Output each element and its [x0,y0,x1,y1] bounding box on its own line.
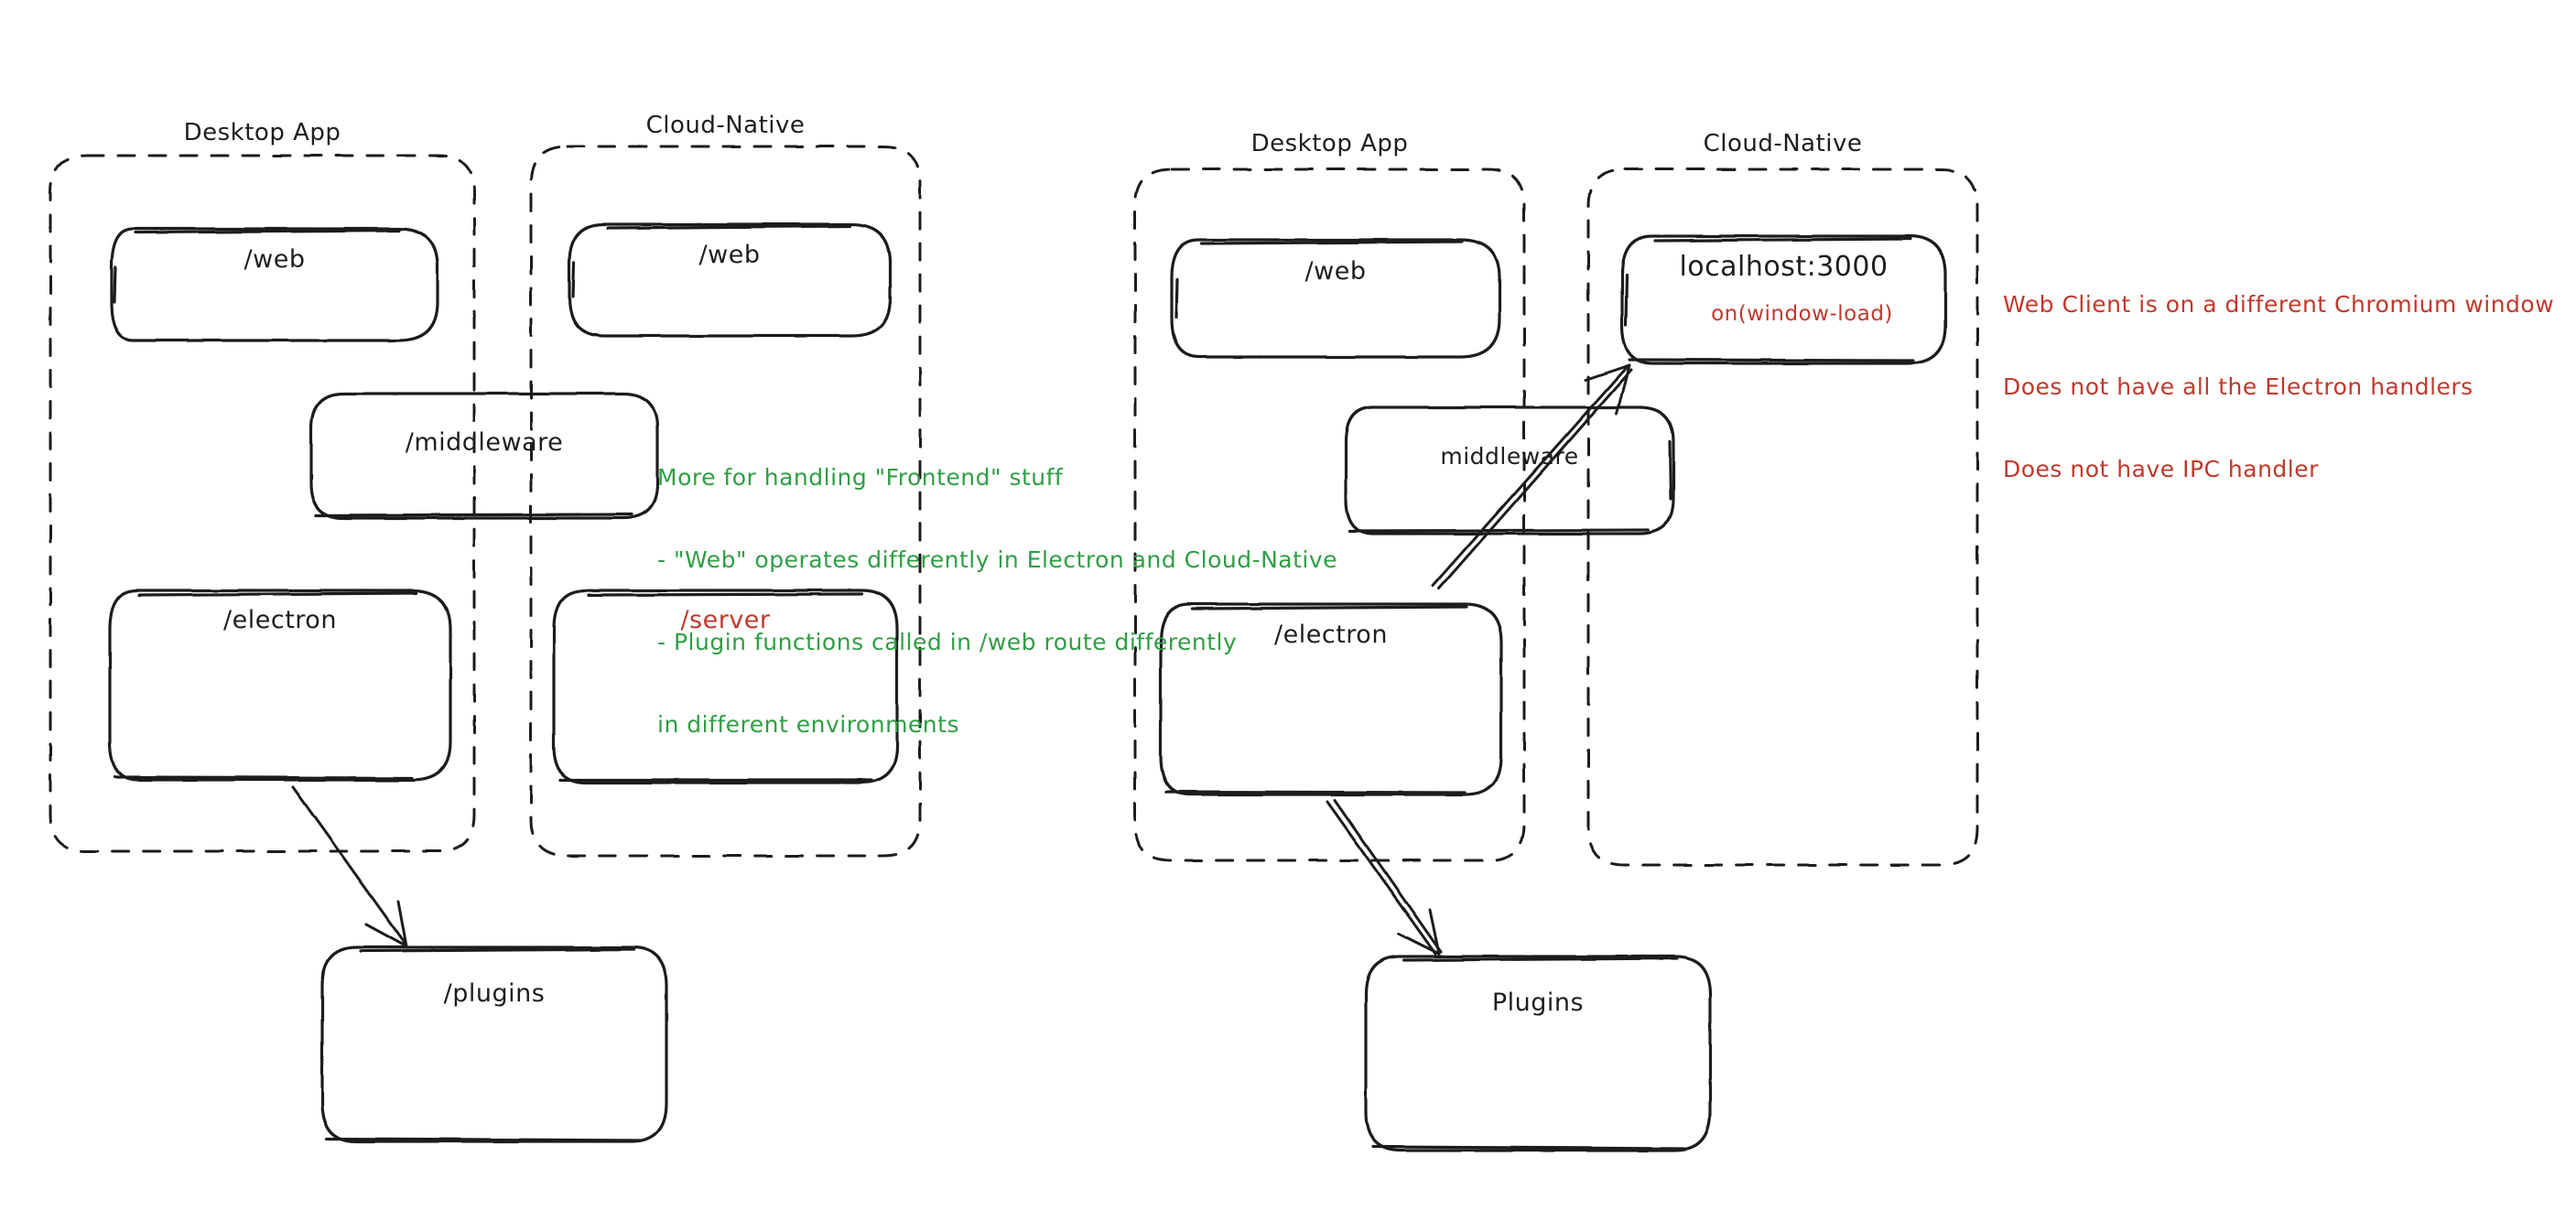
box-label-right-desktop-web[interactable]: /web [1304,257,1367,286]
annotation-frontend-note: More for handling "Frontend" stuff - "We… [657,409,1337,794]
arrow-right-electron-to-localhost [1431,363,1633,590]
group-left-desktop-app [49,154,476,853]
box-label-right-localhost[interactable]: localhost:3000 [1679,251,1889,283]
arrow-left-electron-to-plugins [291,785,408,948]
annotation-frontend-line-4: in different environments [657,711,959,738]
group-label-left-desktop-app: Desktop App [183,119,341,146]
box-label-left-cloud-web[interactable]: /web [698,241,761,269]
box-left-electron [108,589,452,782]
annotation-frontend-line-1: More for handling "Frontend" stuff [657,464,1064,491]
box-right-plugins [1364,955,1712,1152]
group-right-cloud-native [1586,168,1979,867]
box-left-cloud-web [568,222,892,338]
box-right-desktop-web [1170,238,1501,359]
annotation-web-client-line-2: Does not have all the Electron handlers [2003,373,2473,400]
box-label-left-server[interactable]: /server [680,606,771,634]
box-label-left-desktop-web[interactable]: /web [244,245,306,274]
group-label-left-cloud-native: Cloud-Native [645,112,806,139]
box-label-right-middleware[interactable]: middleware [1440,443,1579,470]
box-left-middleware [309,392,659,520]
group-label-right-cloud-native: Cloud-Native [1703,130,1863,157]
group-right-desktop-app [1133,168,1526,862]
box-sublabel-right-localhost: on(window-load) [1711,302,1893,326]
annotation-web-client-note: Web Client is on a different Chromium wi… [2003,236,2554,538]
annotation-web-client-line-1: Web Client is on a different Chromium wi… [2003,291,2555,318]
box-right-middleware [1344,405,1675,535]
box-label-left-plugins[interactable]: /plugins [443,979,546,1008]
arrow-right-electron-to-plugins [1326,798,1443,956]
box-label-left-electron[interactable]: /electron [223,606,337,634]
box-label-right-electron[interactable]: /electron [1274,621,1388,649]
box-left-desktop-web [110,227,439,342]
annotation-frontend-line-2: - "Web" operates differently in Electron… [657,546,1338,573]
group-left-cloud-native [529,145,922,858]
box-right-localhost [1620,234,1947,365]
box-left-plugins [320,946,668,1143]
group-label-right-desktop-app: Desktop App [1250,130,1409,157]
box-right-electron [1159,602,1503,796]
annotation-web-client-line-3: Does not have IPC handler [2003,456,2319,482]
box-left-server [552,589,899,784]
annotation-frontend-line-3: - Plugin functions called in /web route … [657,629,1238,655]
box-label-right-plugins[interactable]: Plugins [1491,989,1585,1017]
box-label-left-middleware[interactable]: /middleware [405,428,564,457]
